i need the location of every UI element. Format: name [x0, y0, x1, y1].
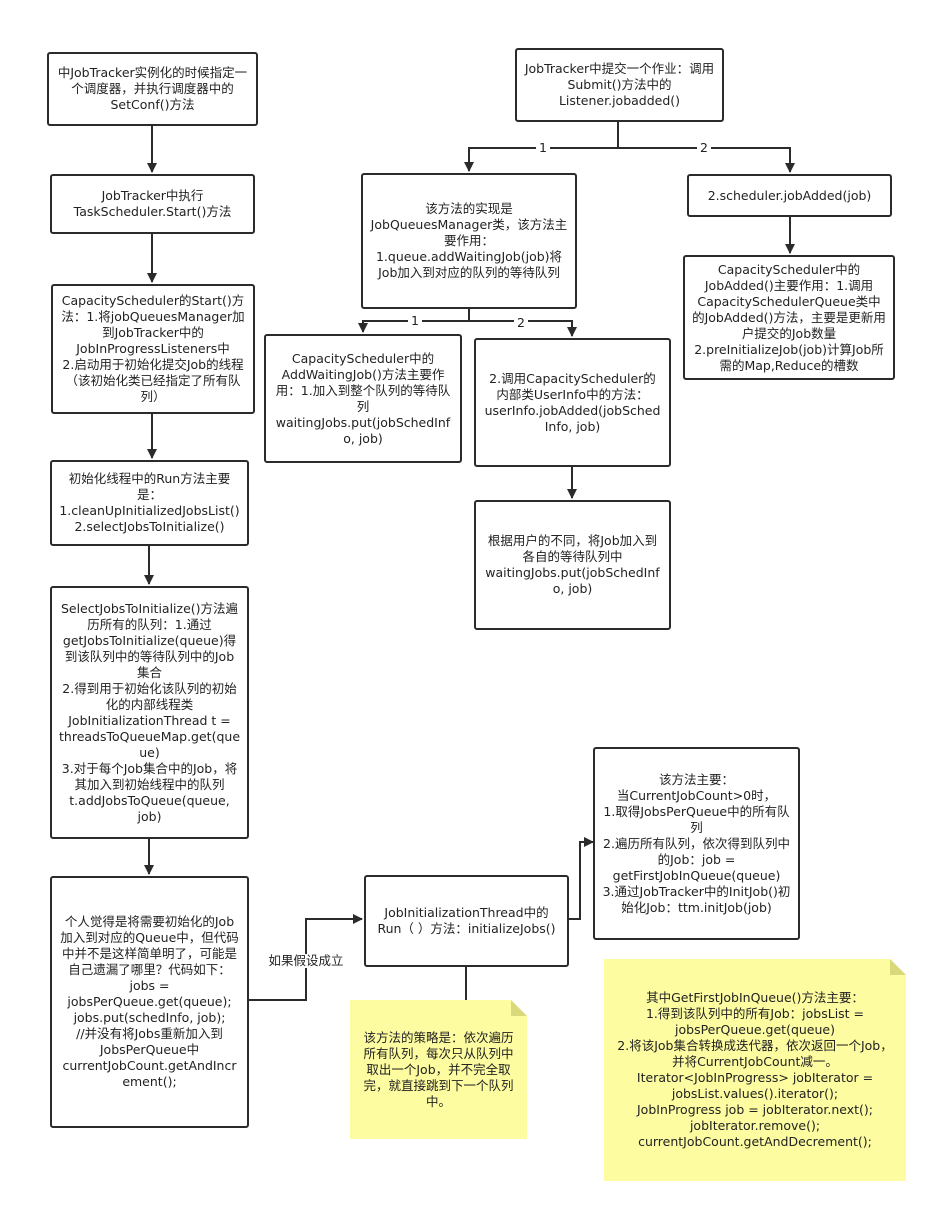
node-task-scheduler-start: JobTracker中执行TaskScheduler.Start()方法: [50, 174, 255, 234]
node-user-info-added: 2.调用CapacityScheduler的内部类UserInfo中的方法：us…: [474, 338, 671, 467]
node-personal-note: 个人觉得是将需要初始化的Job加入到对应的Queue中，但代码中并不是这样简单明…: [50, 876, 249, 1128]
note-strategy: 该方法的策略是：依次遍历所有队列，每次只从队列中取出一个Job，并不完全取完，就…: [350, 1000, 527, 1139]
node-method-main: 该方法主要： 当CurrentJobCount>0时， 1.取得JobsPerQ…: [593, 747, 800, 940]
node-init-scheduler: 中JobTracker实例化的时候指定一个调度器，并执行调度器中的SetConf…: [47, 52, 258, 126]
note-get-first-job: 其中GetFirstJobInQueue()方法主要： 1.得到该队列中的所有J…: [604, 959, 906, 1181]
edge-label-submit-2: 2: [697, 141, 711, 155]
node-submit-job: JobTracker中提交一个作业：调用Submit()方法中的Listener…: [515, 48, 724, 122]
node-per-user-queue: 根据用户的不同，将Job加入到各自的等待队列中waitingJobs.put(j…: [474, 500, 671, 630]
node-select-jobs: SelectJobsToInitialize()方法遍历所有的队列：1.通过ge…: [50, 586, 249, 839]
edge-thread-to-method: [568, 837, 594, 920]
node-job-init-thread: JobInitializationThread中的Run（ ）方法：initia…: [364, 875, 569, 967]
edge-label-assumption: 如果假设成立: [265, 954, 347, 968]
edge-label-manager-2: 2: [514, 316, 528, 330]
edge-label-manager-1: 1: [408, 314, 422, 328]
node-queues-manager-impl: 该方法的实现是JobQueuesManager类，该方法主要作用： 1.queu…: [361, 173, 577, 309]
node-capacity-job-added: CapacityScheduler中的JobAdded()主要作用：1.调用Ca…: [683, 255, 895, 380]
edge-submit-branch-2: [618, 147, 795, 173]
node-scheduler-job-added: 2.scheduler.jobAdded(job): [687, 174, 892, 217]
node-init-thread-run: 初始化线程中的Run方法主要是： 1.cleanUpInitializedJob…: [50, 460, 249, 546]
edge-label-submit-1: 1: [536, 141, 550, 155]
node-add-waiting-job: CapacityScheduler中的AddWaitingJob()方法主要作用…: [264, 334, 462, 463]
edge-manager-branch-2: [469, 320, 577, 337]
node-capacity-start: CapacityScheduler的Start()方法：1.将jobQueues…: [51, 284, 255, 414]
